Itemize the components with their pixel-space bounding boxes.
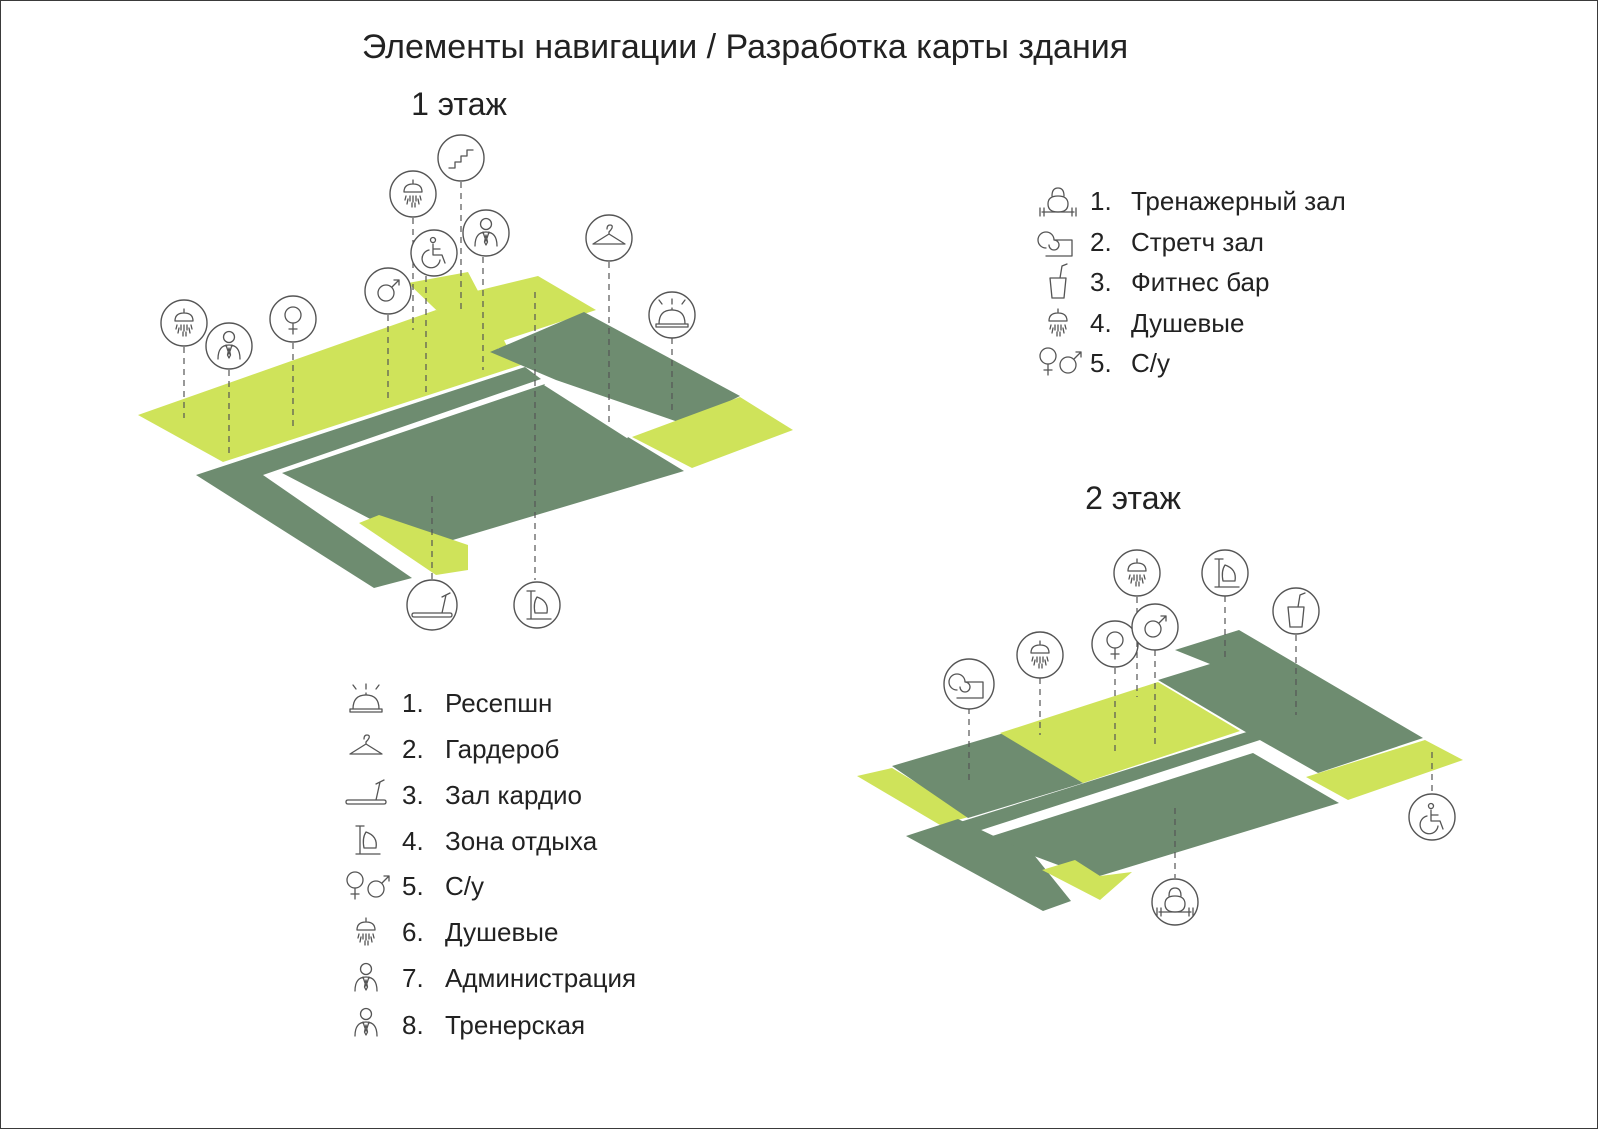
floor2-zone-bottom-left [906,819,1071,911]
trainer-person-icon [354,1007,378,1037]
legend-label: Тренажерный зал [1131,186,1346,216]
drink-cup-icon [1049,263,1068,299]
legend-number: 7. [402,963,424,993]
male-icon [367,875,390,898]
legend-label: Ресепшн [445,688,552,718]
floor2-zone-center-light [1000,682,1240,783]
floor2-pin-shower-2 [1113,549,1161,597]
floor1-legend: 1. Ресепшн 2. Гардероб 3. Зал кардио 4. … [345,683,636,1040]
floor1-pin-female-wc [269,295,317,343]
floor1-zone-right-light [632,397,793,468]
floor1-pins [160,134,696,631]
floor2-label: 2 этаж [1085,480,1181,516]
floor2-legend: 1. Тренажерный зал 2. Стретч зал 3. Фитн… [1037,186,1346,378]
floor2-zone-left-strip [960,730,1260,832]
floor1-pin-shower-2 [389,170,437,218]
legend-label: Зона отдыха [445,826,598,856]
floor1-pin-wardrobe [585,214,633,262]
floor1-zone-main [282,384,684,548]
floor2-zone-right-light [1306,740,1463,800]
floor2-zone-top-right [1158,630,1423,773]
legend-number: 1. [1090,186,1112,216]
legend-number: 2. [1090,227,1112,257]
floor2-legend-item: 3. Фитнес бар [1049,263,1269,299]
floor2-legend-item: 4. Душевые [1048,308,1244,338]
treadmill-icon [345,779,387,805]
legend-label: Гардероб [445,734,559,764]
floor1-pin-lounge [513,581,561,629]
floor1-legend-item: 4. Зона отдыха [355,825,598,856]
floor1-pin-male-wc [364,267,412,315]
floor2-pin-male-wc [1131,603,1179,651]
floor2-pin-shower [1016,631,1064,679]
admin-person-icon [354,962,378,992]
legend-number: 1. [402,688,424,718]
floor1-zone-left-strip [196,367,541,588]
page-title: Элементы навигации / Разработка карты зд… [362,28,1128,66]
floor1-legend-item: 5. С/у [346,871,484,901]
floor1-plan [138,272,793,588]
floor2-zone-left-dark [892,733,1083,818]
shower-icon [1048,308,1068,337]
floor1-legend-item: 6. Душевые [356,917,558,947]
hanger-icon [349,734,383,755]
floor2-pin-gym [1151,878,1199,926]
female-icon [1039,347,1057,376]
legend-label: Зал кардио [445,780,582,810]
floor1-legend-item: 8. Тренерская [354,1007,585,1040]
floor1-zone-left [138,310,524,462]
floor1-zone-top-right [468,276,596,345]
floor1-pin-admin [462,209,510,257]
floor1-pin-cardio [406,579,458,631]
legend-number: 4. [402,826,424,856]
legend-number: 8. [402,1010,424,1040]
floor2-legend-item: 1. Тренажерный зал [1039,186,1346,217]
legend-number: 4. [1090,308,1112,338]
shower-icon [356,917,376,946]
legend-number: 3. [1090,267,1112,297]
floor1-pin-shower [160,299,208,347]
kettlebell-icon [1039,187,1077,217]
female-icon [346,871,364,900]
legend-label: Душевые [1131,308,1244,338]
floor1-zone-right-top [490,312,740,424]
legend-label: Стретч зал [1131,227,1264,257]
lounge-chair-icon [355,825,381,855]
legend-label: Администрация [445,963,636,993]
legend-number: 3. [402,780,424,810]
floor2-pin-female-wc [1091,620,1139,668]
floor1-label: 1 этаж [411,86,507,122]
floor2-plan [857,630,1463,911]
floor2-pin-lounge [1201,549,1249,597]
legend-label: С/у [1131,348,1170,378]
legend-label: С/у [445,871,484,901]
legend-number: 5. [402,871,424,901]
legend-label: Фитнес бар [1131,267,1269,297]
floor1-legend-item: 2. Гардероб [349,734,559,764]
floor1-legend-item: 3. Зал кардио [345,779,582,810]
floor1-legend-item: 1. Ресепшн [349,683,552,718]
floor1-pin-accessible [410,229,458,277]
floor1-zone-bottom-light [359,515,468,575]
legend-label: Тренерская [445,1010,585,1040]
floor2-zone-left-light [857,768,972,825]
floor2-pins [943,549,1456,926]
floor2-legend-item: 5. С/у [1039,347,1170,378]
reception-bell-icon [349,683,383,713]
male-icon [1059,351,1082,374]
floor1-legend-item: 7. Администрация [354,962,636,993]
floor2-zone-main [986,753,1339,878]
yoga-mat-icon [1037,231,1073,257]
legend-number: 6. [402,917,424,947]
legend-number: 2. [402,734,424,764]
legend-number: 5. [1090,348,1112,378]
floor2-zone-bottom-light [1042,860,1132,900]
floor1-pin-trainer [205,322,253,370]
floor2-legend-item: 2. Стретч зал [1037,227,1264,257]
legend-label: Душевые [445,917,558,947]
floor2-pin-fitness-bar [1272,587,1320,635]
